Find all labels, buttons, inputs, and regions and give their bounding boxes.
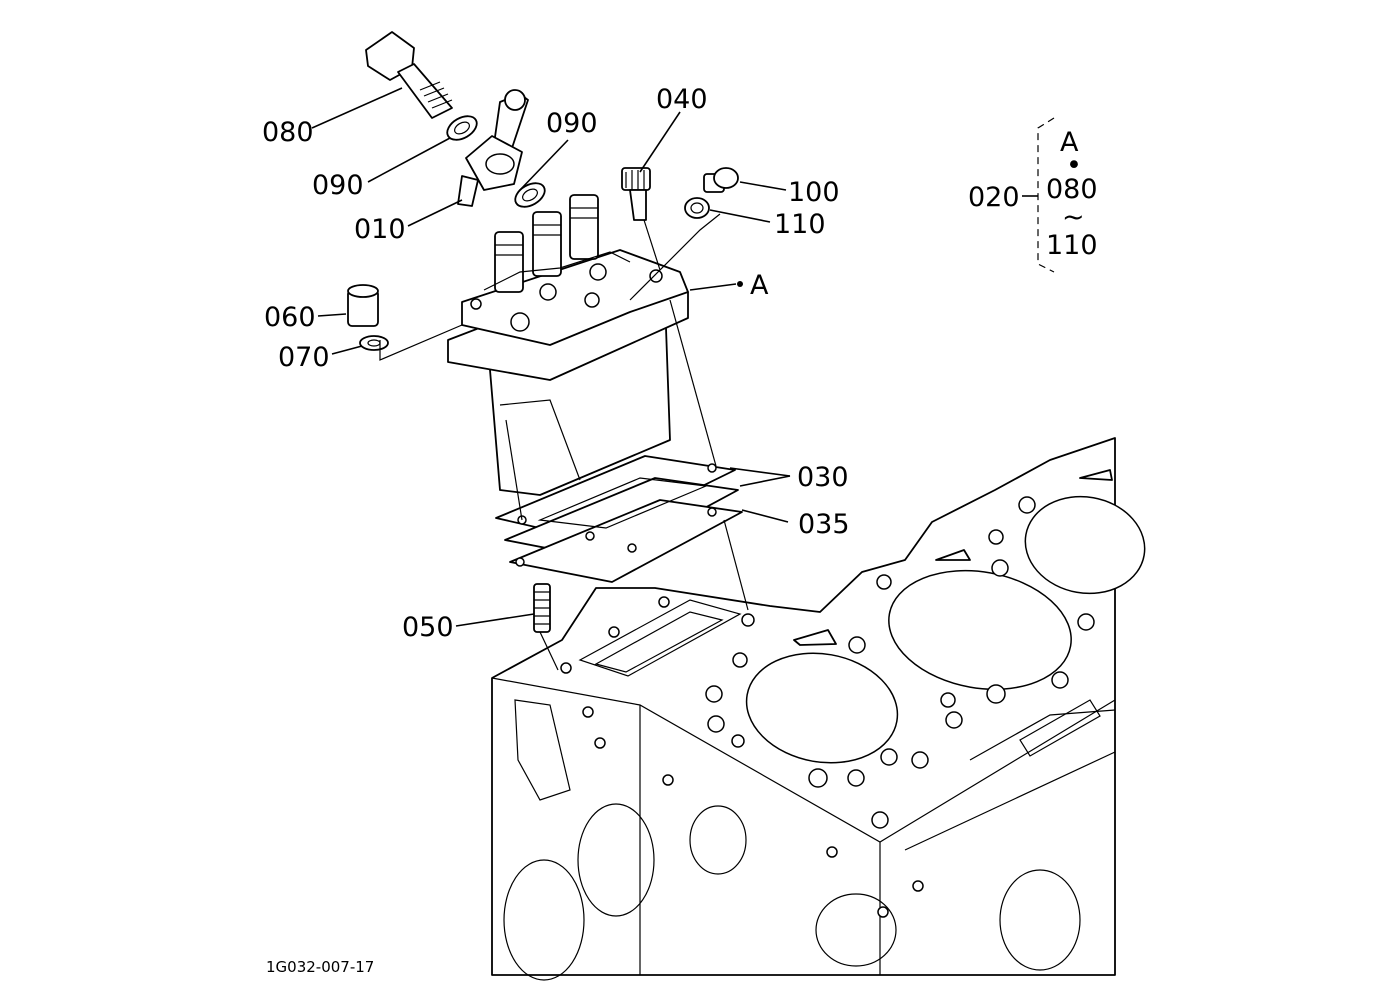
assembly-tilde: ~: [1062, 202, 1085, 233]
assembly-to: 110: [1046, 230, 1098, 261]
washer-090-lower: [514, 182, 546, 208]
gasket-lower: [509, 499, 743, 583]
injection-pump: [447, 194, 689, 496]
label-050: 050: [402, 612, 454, 643]
label-060: 060: [264, 302, 316, 333]
label-070: 070: [278, 342, 330, 373]
label-040: 040: [656, 84, 708, 115]
banjo-bolt-080: [365, 31, 453, 119]
label-090-upper: 090: [312, 170, 364, 201]
washer-110: [684, 197, 710, 219]
drawing-code: 1G032-007-17: [266, 958, 374, 976]
plug-100: [703, 167, 739, 193]
collar-060: [347, 284, 379, 327]
label-090-lower: 090: [546, 108, 598, 139]
label-A: A: [750, 270, 769, 301]
washer-090-upper: [446, 115, 478, 141]
engine-block: [491, 437, 1146, 981]
banjo-fitting-010: [457, 89, 529, 207]
assembly-group: A: [1060, 127, 1079, 158]
washer-070: [359, 335, 389, 351]
leader-lines: [311, 87, 1038, 627]
label-100: 100: [788, 177, 840, 208]
label-030: 030: [797, 462, 849, 493]
assembly-lines: [379, 213, 749, 671]
label-080: 080: [262, 117, 314, 148]
label-010: 010: [354, 214, 406, 245]
gasket-stack: [495, 455, 743, 583]
label-035: 035: [798, 509, 850, 540]
leader-dot-A: [737, 281, 743, 287]
assembly-dot: •: [1066, 150, 1082, 181]
screw-040: [621, 167, 651, 221]
assembly-id: 020: [968, 182, 1020, 213]
stud-050: [533, 583, 551, 633]
label-110: 110: [774, 209, 826, 240]
assembly-bracket: [1037, 117, 1055, 273]
assembly-from: 080: [1046, 174, 1098, 205]
